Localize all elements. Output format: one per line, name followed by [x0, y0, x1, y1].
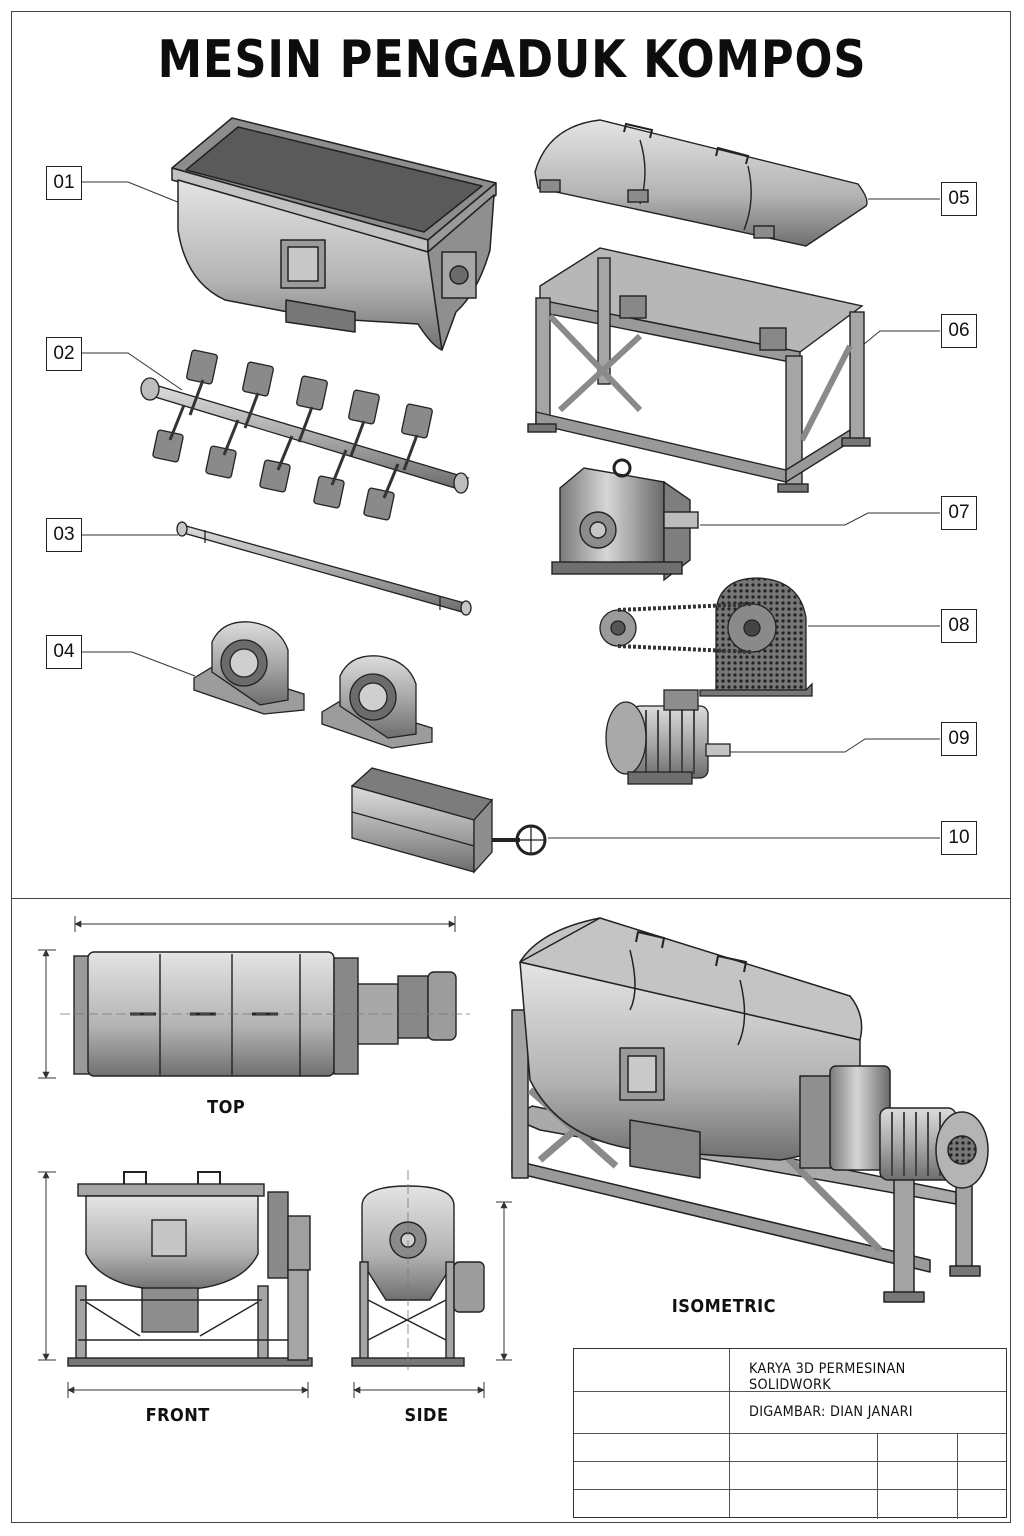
top-view: [60, 951, 470, 1077]
part-06-frame: [527, 247, 871, 493]
part-03-shaft: [176, 521, 472, 616]
part-label-03: 03: [46, 518, 82, 552]
view-label-top: TOP: [207, 1097, 246, 1118]
front-view: [67, 1171, 313, 1367]
part-label-06: 06: [941, 314, 977, 348]
isometric-assembly: [511, 917, 989, 1303]
part-07-gearbox: [551, 458, 699, 582]
part-label-02: 02: [46, 337, 82, 371]
part-label-09: 09: [941, 722, 977, 756]
part-04-pillow-blocks: [193, 621, 433, 749]
title-block: KARYA 3D PERMESINAN SOLIDWORK DIGAMBAR: …: [573, 1348, 1007, 1519]
part-label-04: 04: [46, 635, 82, 669]
dimension-lines: [38, 916, 512, 1398]
part-09-motor: [605, 689, 731, 785]
side-view: [351, 1170, 485, 1370]
view-label-front: FRONT: [145, 1405, 210, 1426]
part-label-10: 10: [941, 821, 977, 855]
view-label-isometric: ISOMETRIC: [671, 1296, 776, 1317]
part-05-cover: [534, 119, 868, 247]
title-block-author: DIGAMBAR: DIAN JANARI: [749, 1404, 913, 1420]
part-label-01: 01: [46, 166, 82, 200]
section-divider: [11, 898, 1011, 899]
part-08-chain-drive: [599, 577, 813, 697]
part-10-door-frame: [350, 767, 547, 874]
leader-lines: [82, 181, 940, 839]
title-block-project: KARYA 3D PERMESINAN SOLIDWORK: [749, 1361, 906, 1393]
page-title: MESIN PENGADUK KOMPOS: [157, 30, 867, 90]
drawing-sheet-border: [11, 11, 1011, 1523]
part-02-paddle-shaft: [140, 349, 470, 521]
part-label-05: 05: [941, 182, 977, 216]
part-label-07: 07: [941, 496, 977, 530]
view-label-side: SIDE: [404, 1405, 449, 1426]
part-01-trough: [171, 117, 497, 351]
part-label-08: 08: [941, 609, 977, 643]
